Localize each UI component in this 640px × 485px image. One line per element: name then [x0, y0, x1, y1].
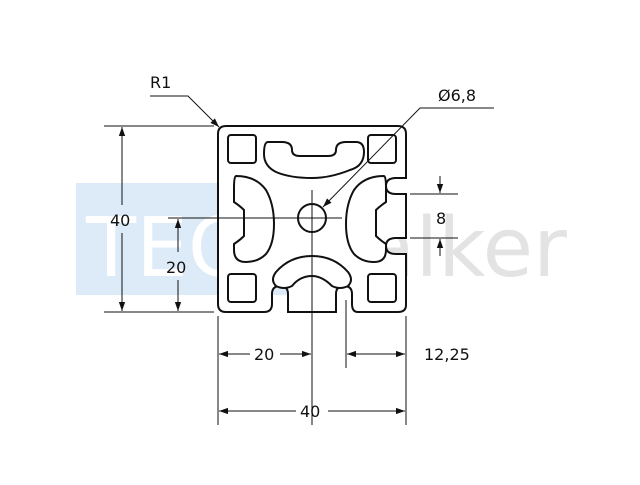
- radius-label: R1: [150, 73, 171, 92]
- hole-diameter-label: Ø6,8: [438, 86, 476, 105]
- height-half-label: 20: [166, 258, 186, 277]
- dimension-lines: [118, 95, 494, 415]
- width-half-label: 20: [254, 345, 274, 364]
- corner-cavity-top-left: [227, 134, 257, 164]
- left-channel: [233, 174, 276, 264]
- corner-cavity-top-right: [367, 134, 397, 164]
- width-total-label: 40: [300, 402, 320, 421]
- height-total-label: 40: [110, 211, 130, 230]
- dimension-labels: R1 Ø6,8 8 40 20 20 12,25 40: [110, 73, 476, 421]
- right-channel: [344, 174, 387, 264]
- extension-lines: [104, 125, 458, 425]
- top-channel: [262, 141, 366, 180]
- slot-offset-label: 12,25: [424, 345, 470, 364]
- corner-cavity-bottom-right: [367, 273, 397, 303]
- centerlines: [168, 190, 342, 425]
- corner-cavity-bottom-left: [227, 273, 257, 303]
- slot-width-label: 8: [436, 209, 446, 228]
